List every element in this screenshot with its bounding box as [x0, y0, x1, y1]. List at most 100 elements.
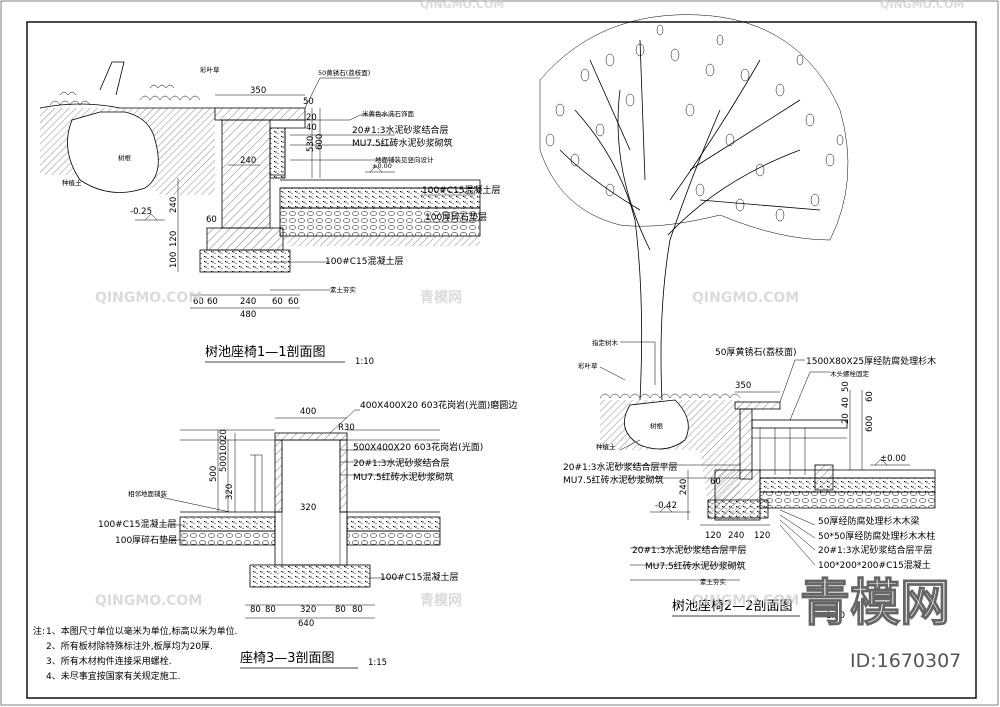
label-concrete: 100#C15混凝土层	[422, 184, 500, 196]
label-paving: 地面铺装见竖向设计	[375, 155, 434, 164]
watermark-text: QINGMO.COM	[95, 290, 202, 306]
section-1-1-scale: 1:10	[355, 357, 374, 367]
watermark-text: QINGMO.COM	[692, 290, 799, 306]
label-level-neg-22: -0.42	[655, 501, 677, 511]
tree-illustration	[539, 14, 849, 401]
label-cap-22: 50厚黄锈石(荔枝面)	[715, 346, 796, 358]
dim-33-20: 20	[219, 429, 229, 440]
dim-22-20: 20	[841, 413, 851, 424]
label-brick: MU7.5红砖水泥砂浆砌筑	[352, 137, 453, 149]
dim-33-top: 400	[300, 407, 316, 417]
dim-22-top: 350	[735, 381, 751, 391]
dim-22-40: 40	[841, 397, 851, 408]
dim-22-60: 60	[865, 391, 875, 402]
label-root-22: 树根	[650, 421, 664, 430]
dim-bottom-2: 240	[240, 297, 256, 307]
label-top-slab: 400X400X20 603花岗岩(光面)磨圆边	[360, 399, 517, 411]
dim-33-500a: 500	[219, 456, 229, 472]
label-peg: 木头螺栓固定	[830, 369, 870, 378]
label-level-0: ±0.00	[372, 162, 392, 170]
section-3-3-title: 座椅3—3剖面图	[240, 651, 335, 666]
dim-22-bottom-0: 120	[705, 531, 721, 541]
note-4: 4、未尽事宜按国家有关规定施工.	[46, 670, 181, 682]
label-mortar: 20#1:3水泥砂浆结合层	[352, 124, 448, 136]
label-brick-33: MU7.5红砖水泥砂浆砌筑	[353, 471, 454, 483]
dim-22-50: 50	[841, 381, 851, 392]
dim-bottom-1: 60	[207, 297, 218, 307]
dim-total: 480	[240, 310, 256, 320]
dim-600: 600	[315, 134, 325, 150]
label-post: 50*50厚经防腐处理杉木木柱	[818, 530, 935, 542]
dim-22-240: 240	[679, 479, 689, 495]
dim-22-bottom-2: 120	[754, 531, 770, 541]
dim-33-bottom-4: 80	[352, 605, 363, 615]
notes-prefix: 注:	[33, 625, 45, 637]
dim-33-bottom-3: 80	[335, 605, 346, 615]
watermarks: QINGMO.COM 青模网 QINGMO.COM QINGMO.COM 青模网…	[95, 0, 964, 609]
label-base-concrete: 100#C15混凝土层	[325, 255, 403, 267]
label-planting-soil: 种植土	[62, 178, 82, 187]
label-base-concrete-33: 100#C15混凝土层	[380, 571, 458, 583]
id-backdrop	[842, 648, 972, 672]
watermark-text: QINGMO.COM	[420, 0, 504, 11]
dim-33-bottom-0: 80	[250, 605, 261, 615]
section-1-1-title: 树池座椅1—1剖面图	[205, 345, 326, 360]
inner-frame	[26, 21, 977, 699]
label-level-0-22: ±0.00	[880, 454, 906, 464]
dim-22-60b: 60	[710, 477, 721, 487]
watermark-text: 青模网	[420, 289, 462, 306]
label-brick2-22: MU7.5红砖水泥砂浆砌筑	[645, 560, 746, 572]
dim-33-bottom-1: 80	[265, 605, 276, 615]
dim-top: 350	[250, 86, 266, 96]
label-cap: 50黄锈石(荔枝面)	[318, 68, 370, 77]
dim-22-600: 600	[865, 416, 875, 432]
label-side-slab: 500X400X20 603花岗岩(光面)	[353, 441, 483, 453]
label-beam: 50厚经防腐处理杉木木梁	[818, 515, 919, 527]
notes-block: 注: 1、本图尺寸单位以毫米为单位,标高以米为单位. 2、所有板材除特殊标注外,…	[33, 625, 237, 682]
dim-40: 40	[306, 123, 317, 133]
section-2-2-title: 树池座椅2—2剖面图	[672, 599, 793, 614]
label-level-neg: -0.25	[130, 207, 152, 217]
dim-100: 100	[169, 252, 179, 268]
label-timber-top: 1500X80X25厚经防腐处理杉木	[806, 355, 936, 367]
dim-bottom-3: 60	[272, 297, 283, 307]
dim-33-320b: 320	[300, 503, 316, 513]
watermark-text: QINGMO.COM	[692, 593, 799, 609]
dim-530: 530	[306, 136, 316, 152]
dim-33-100: 100	[219, 440, 229, 456]
label-paving-33: 相邻地面铺装	[128, 489, 168, 498]
tree-leaves	[545, 24, 844, 222]
label-r30: R30	[338, 423, 355, 433]
section-2-2-drawing: 指定树木 彩叶草 50厚黄锈石(荔枝面) 1500X80X25厚经防腐处理杉木 …	[563, 338, 936, 621]
label-mortar2-22: 20#1:3水泥砂浆结合层平层	[818, 544, 932, 556]
section-3-3-scale: 1:15	[368, 658, 387, 668]
watermark-text: QINGMO.COM	[880, 0, 964, 11]
label-finish: 米黄色水洗石饰面	[362, 109, 415, 118]
dim-bottom-0: 60	[193, 297, 204, 307]
dim-120: 120	[169, 231, 179, 247]
dim-22-bottom-1: 240	[728, 531, 744, 541]
label-tree-22: 指定树木	[592, 338, 619, 347]
label-root: 树根	[118, 153, 132, 162]
dim-33-320a: 320	[225, 484, 235, 500]
section-2-2-scale: 1:20	[826, 611, 845, 621]
label-soil-22: 素土夯实	[700, 577, 727, 586]
dim-33-500: 500	[209, 466, 219, 482]
drawing-id: ID:1670307	[850, 650, 961, 672]
label-mortar-22: 20#1:3水泥砂浆结合层平层	[563, 461, 677, 473]
dim-33-total: 640	[298, 619, 314, 629]
note-3: 3、所有木材构件连接采用螺栓.	[46, 655, 172, 667]
label-plant: 彩叶草	[200, 65, 220, 74]
watermark-text: 青模网	[420, 592, 462, 609]
label-footing-22: 100*200*200#C15混凝土	[818, 559, 931, 571]
note-1: 1、本图尺寸单位以毫米为单位,标高以米为单位.	[46, 625, 237, 637]
label-mortar-33: 20#1:3水泥砂浆结合层	[353, 457, 449, 469]
label-gravel: 100厚碎石垫层	[425, 211, 487, 223]
label-gravel-33: 100厚碎石垫层	[115, 534, 177, 546]
section-1-1-drawing: 彩叶草 50黄锈石(荔枝面) 米黄色水洗石饰面 20#1:3水泥砂浆结合层 MU…	[39, 61, 500, 367]
watermark-large: 青模网	[800, 574, 950, 632]
dim-240a: 240	[240, 156, 256, 166]
watermark-text: QINGMO.COM	[95, 593, 202, 609]
